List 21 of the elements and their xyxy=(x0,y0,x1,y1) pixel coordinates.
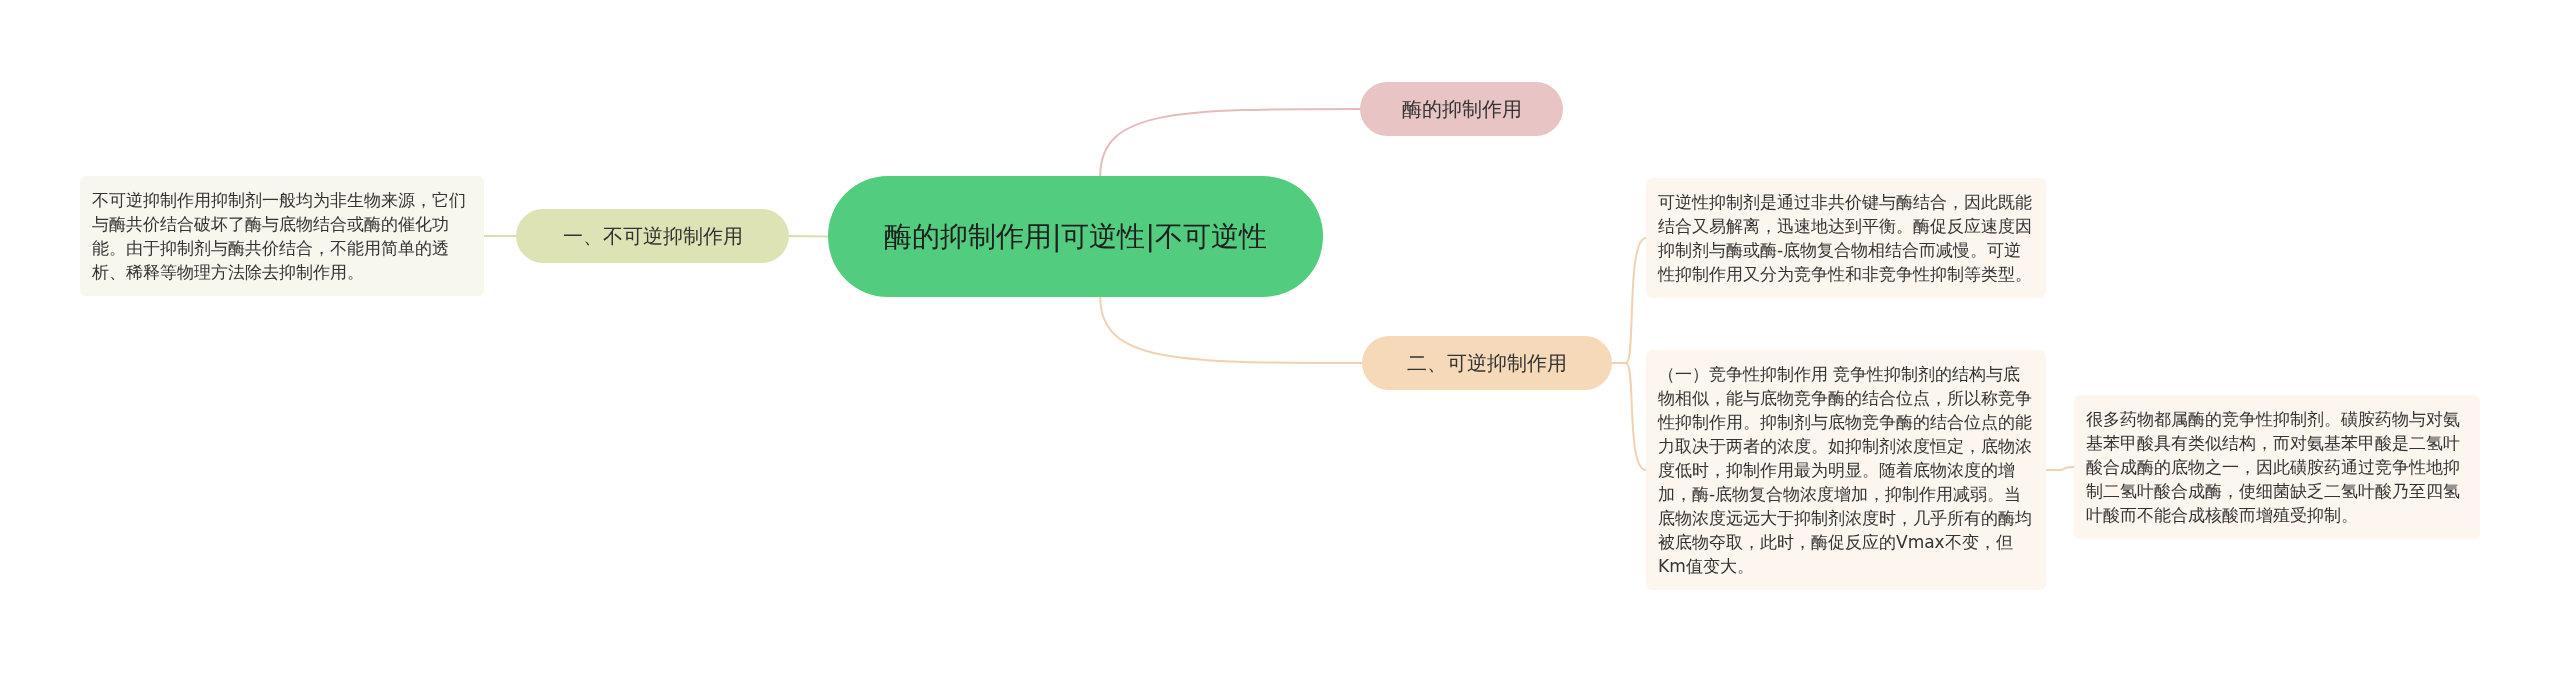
topic-text: 酶的抑制作用|可逆性|不可逆性 xyxy=(884,218,1267,255)
connector-line xyxy=(2045,466,2075,471)
branch-topic xyxy=(516,209,789,263)
note-card xyxy=(80,176,484,296)
topic-text: 不可逆抑制作用抑制剂一般均为非生物来源，它们与酶共价结合破坏了酶与底物结合或酶的催化功能。由于抑制剂与酶共价结合，不能用简单的透析、稀释等物理方法除去抑制作用。 xyxy=(92,189,467,284)
branch-topic xyxy=(1360,82,1563,136)
topic-text: 二、可逆抑制作用 xyxy=(1407,350,1567,377)
topic-text: 很多药物都属酶的竞争性抑制剂。磺胺药物与对氨基苯甲酸具有类似结构，而对氨基苯甲酸是二氢叶酸合成酶的底物之一，因此磺胺药通过竞争性地抑制二氢叶酸合成酶，使细菌缺乏二氢叶酸乃至四氢叶酸而不能合成核酸而增殖受抑制。 xyxy=(2086,408,2461,527)
connector-line xyxy=(483,235,517,237)
connector-line xyxy=(1099,108,1361,177)
topic-text: 一、不可逆抑制作用 xyxy=(562,223,743,250)
note-card xyxy=(1646,178,2046,298)
note-card xyxy=(2074,395,2480,539)
topic-text: 酶的抑制作用 xyxy=(1401,96,1522,123)
topic-text: 可逆性抑制剂是通过非共价键与酶结合，因此既能结合又易解离，迅速地达到平衡。酶促反应速度因抑制剂与酶或酶-底物复合物相结合而减慢。可逆性抑制作用又分为竞争性和非竞争性抑制等类型。 xyxy=(1658,191,2033,286)
branch-topic xyxy=(1362,336,1612,390)
connector-line xyxy=(1099,296,1363,364)
connector-line xyxy=(788,235,829,238)
note-card xyxy=(1646,350,2046,590)
topic-text: （一）竞争性抑制作用 竞争性抑制剂的结构与底物相似，能与底物竞争酶的结合位点，所以称竞争性抑制作用。抑制剂与底物竞争酶的结合位点的能力取决于两者的浓度。如抑制剂浓度恒定，底物浓度低时，抑制作用最为明显。随着底物浓度的增加，酶-底物复合物浓度增加，抑制作用减弱。当底物浓度远远大于抑制剂浓度时，几乎所有的酶均被底物夺取，此时，酶促反应的Vmax不变，但Km值变大。 xyxy=(1658,363,2033,578)
connector-line xyxy=(1611,362,1647,471)
